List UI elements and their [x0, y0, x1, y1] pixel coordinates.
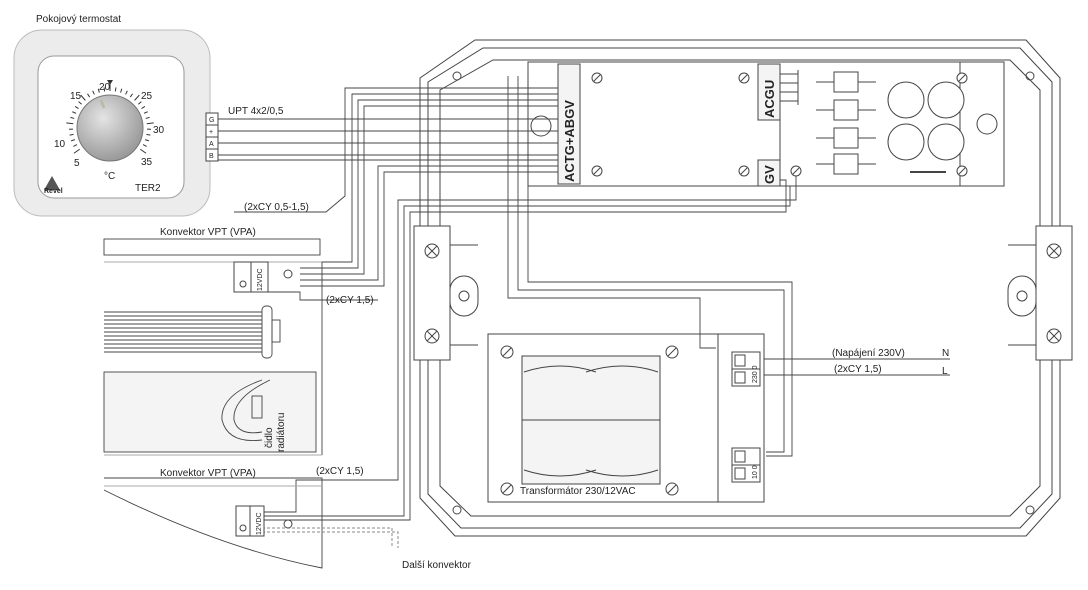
knob-indicator [99, 99, 106, 109]
thermostat-tick [146, 122, 154, 125]
thermostat-tick-ring [66, 84, 154, 154]
transformer-out-terminal: 10 0 [752, 465, 759, 479]
control-module [527, 61, 1005, 187]
thermostat-tick [73, 148, 80, 154]
thermostat-tick [146, 133, 151, 136]
transformer [487, 333, 765, 503]
thermostat-title: Pokojový termostat [36, 14, 121, 25]
terminal-plus: + [209, 129, 213, 136]
convector-terminal-top[interactable] [233, 261, 293, 293]
scale-10: 10 [54, 139, 66, 150]
convector-top-label: Konvektor VPT (VPA) [160, 227, 256, 238]
scale-25: 25 [141, 91, 153, 102]
convector-bottom-terminal-label: 12VDC [256, 512, 263, 535]
thermostat-tick [138, 101, 142, 105]
thermostat-tick [78, 101, 82, 105]
wires [103, 70, 1061, 569]
terminal-b: B [209, 153, 214, 160]
thermostat-tick [80, 94, 86, 101]
terminal-a: A [209, 141, 214, 148]
thermostat-knob[interactable] [76, 94, 144, 162]
thermostat-tick [114, 87, 117, 92]
cable-cy-15-c-label: (2xCY 1,5) [834, 364, 882, 375]
setpoint-marker-icon [107, 80, 113, 85]
scale-30: 30 [153, 125, 165, 136]
transformer-in-terminal: 230 0 [752, 365, 759, 383]
module-right-bottom-labels: GV [762, 165, 777, 184]
thermostat-model: TER2 [135, 183, 161, 194]
power-label: (Napájení 230V) [832, 348, 905, 359]
live-label: L [942, 366, 948, 377]
thermostat-tick [74, 106, 79, 110]
thermostat-tick [72, 111, 77, 114]
convector-top-terminal-label: 12VDC [257, 268, 264, 291]
module-left-terminal-labels: ACTG+ABGV [562, 100, 577, 182]
next-convector-label: Další konvektor [402, 560, 472, 571]
thermostat-tick [66, 122, 74, 125]
thermostat-tick [70, 116, 75, 119]
thermostat-tick [145, 116, 150, 119]
thermostat: Pokojový termostat 10 15 20 25 30 35 5 °… [13, 14, 211, 217]
left-mount-bracket [413, 225, 479, 361]
thermostat-tick [92, 90, 95, 95]
thermostat-tick [140, 148, 147, 154]
thermostat-terminal-block: G + A B [205, 112, 219, 162]
thermostat-tick [134, 94, 140, 101]
convector-terminal-bottom[interactable] [235, 505, 293, 537]
cable-cy-15-a-label: (2xCY 1,5) [326, 295, 374, 306]
cable-upt-label: UPT 4x2/0,5 [228, 106, 284, 117]
scale-15: 15 [70, 91, 82, 102]
thermostat-tick [141, 106, 146, 110]
thermostat-tick [142, 144, 147, 147]
right-mount-bracket [1007, 225, 1073, 361]
dashed-next-wires [262, 527, 399, 548]
thermostat-unit: °C [104, 171, 115, 182]
thermostat-tick [120, 88, 123, 93]
neutral-label: N [942, 348, 949, 359]
cable-cy-05-label: (2xCY 0,5-1,5) [244, 202, 309, 213]
thermostat-tick [70, 139, 76, 142]
thermostat-tick [125, 90, 128, 95]
thermostat-tick [87, 93, 91, 98]
cable-cy-15-b-label: (2xCY 1,5) [316, 466, 364, 477]
thermostat-tick [144, 139, 150, 142]
module-right-top-labels: ACGU [762, 80, 777, 118]
thermostat-tick [103, 87, 106, 92]
convector-bottom-label: Konvektor VPT (VPA) [160, 468, 256, 479]
scale-20: 20 [99, 82, 111, 93]
thermostat-tick [97, 88, 100, 93]
revel-logo-icon [44, 176, 60, 190]
thermostat-tick [129, 93, 133, 98]
sensor-label-2: radiátoru [276, 413, 287, 452]
transformer-label: Transformátor 230/12VAC [520, 486, 636, 497]
thermostat-tick [143, 111, 148, 114]
scale-35: 35 [141, 157, 153, 168]
scale-5: 5 [74, 158, 80, 169]
thermostat-brand: Revel [44, 188, 63, 195]
thermostat-tick [69, 133, 74, 136]
terminal-g: G [209, 117, 214, 124]
thermostat-tick [73, 144, 78, 147]
sensor-label-1: čidlo [264, 427, 275, 448]
